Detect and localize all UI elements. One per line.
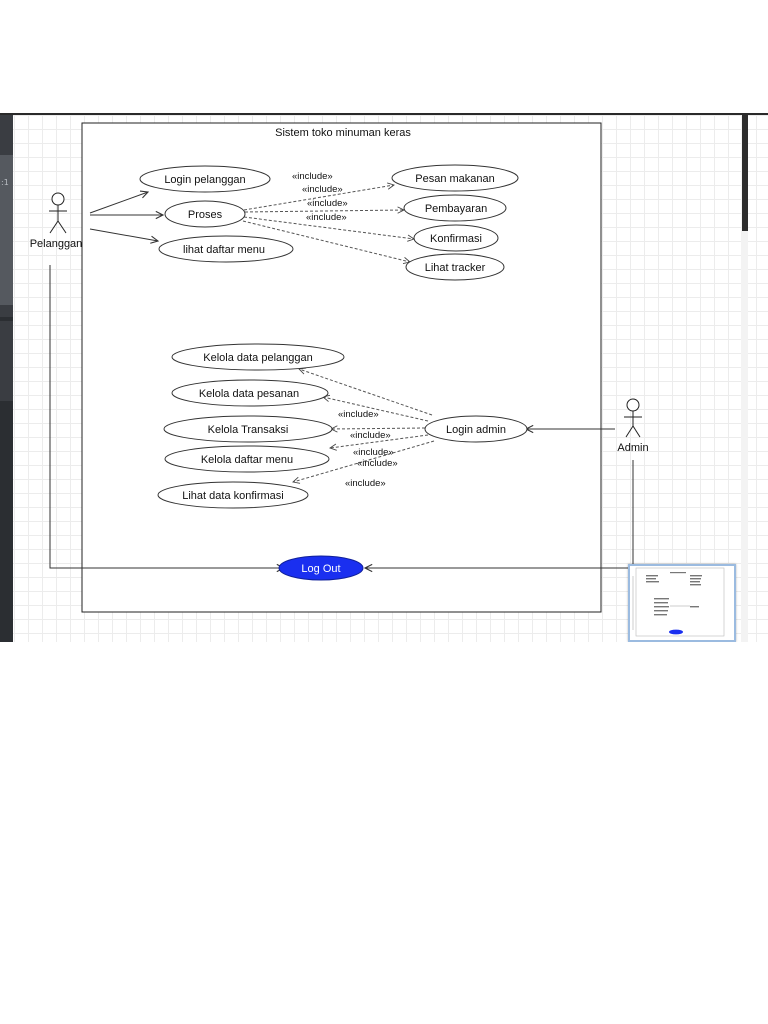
include-label-2: «include» — [302, 184, 343, 195]
panel-selected-strip — [0, 155, 13, 305]
include-label-5: «include» — [338, 409, 379, 420]
use-case-lihat-daftar-menu[interactable]: lihat daftar menu — [158, 235, 294, 263]
svg-text:Konfirmasi: Konfirmasi — [430, 233, 482, 245]
assoc-lihat-daftar-menu[interactable] — [89, 228, 158, 241]
use-case-login-pelanggan[interactable]: Login pelanggan — [139, 165, 271, 193]
include-lihat-tracker[interactable] — [242, 220, 410, 262]
system-title: Sistem toko minuman keras — [275, 127, 411, 139]
include-label-3: «include» — [307, 198, 348, 209]
include-label-7: «include» — [353, 447, 394, 458]
include-label-9: «include» — [345, 478, 386, 489]
include-label-6: «include» — [350, 430, 391, 441]
use-case-pembayaran[interactable]: Pembayaran — [403, 194, 507, 222]
include-pesan-makanan[interactable] — [243, 185, 394, 211]
svg-text:Kelola data pelanggan: Kelola data pelanggan — [203, 352, 312, 364]
include-kelola-data-pesanan[interactable] — [323, 397, 429, 422]
use-case-login-admin[interactable]: Login admin — [424, 415, 528, 443]
use-case-konfirmasi[interactable]: Konfirmasi — [413, 224, 499, 252]
admin-include-labels: «include» «include» «include» «include» … — [338, 409, 398, 489]
svg-text:Login admin: Login admin — [446, 424, 506, 436]
svg-text:Lihat data konfirmasi: Lihat data konfirmasi — [182, 490, 284, 502]
include-kelola-daftar-menu[interactable] — [330, 434, 429, 448]
use-case-kelola-transaksi[interactable]: Kelola Transaksi — [163, 415, 333, 443]
diagram-minimap[interactable] — [628, 564, 736, 642]
system-boundary[interactable] — [81, 122, 602, 613]
include-kelola-transaksi[interactable] — [331, 428, 426, 429]
svg-text:Kelola data pesanan: Kelola data pesanan — [199, 388, 299, 400]
scrollbar-thumb[interactable] — [742, 115, 748, 231]
svg-text:Kelola Transaksi: Kelola Transaksi — [208, 424, 289, 436]
svg-text:Log Out: Log Out — [301, 563, 340, 575]
svg-text:Kelola daftar menu: Kelola daftar menu — [201, 454, 293, 466]
assoc-pelanggan-logout[interactable] — [49, 265, 284, 568]
use-case-lihat-tracker[interactable]: Lihat tracker — [405, 253, 505, 281]
proses-include-labels: «include» «include» «include» «include» — [292, 171, 348, 223]
svg-text:Pesan makanan: Pesan makanan — [415, 173, 495, 185]
admin-include-relations — [293, 369, 435, 482]
assoc-login-pelanggan[interactable] — [89, 192, 148, 214]
vertical-scrollbar[interactable] — [741, 115, 748, 642]
pelanggan-associations — [49, 192, 284, 568]
include-pembayaran[interactable] — [244, 210, 404, 212]
panel-divider — [0, 317, 13, 321]
left-side-panel: :1 — [0, 115, 13, 642]
admin-label: Admin — [617, 442, 648, 454]
include-kelola-data-pelanggan[interactable] — [299, 369, 433, 416]
svg-text:Login pelanggan: Login pelanggan — [164, 174, 245, 186]
include-label-8: «include» — [357, 458, 398, 469]
pelanggan-actor-icon[interactable] — [49, 192, 67, 234]
include-label-4: «include» — [306, 212, 347, 223]
include-label-1: «include» — [292, 171, 333, 182]
include-lihat-data-konfirmasi[interactable] — [293, 440, 435, 482]
use-case-log-out[interactable]: Log Out — [278, 555, 364, 581]
svg-text:Pembayaran: Pembayaran — [425, 203, 487, 215]
admin-actor-icon[interactable] — [624, 398, 642, 438]
pelanggan-label: Pelanggan — [30, 238, 83, 250]
svg-text:Proses: Proses — [188, 209, 223, 221]
include-konfirmasi[interactable] — [243, 216, 414, 239]
svg-text:lihat daftar menu: lihat daftar menu — [183, 244, 265, 256]
use-case-lihat-data-konfirmasi[interactable]: Lihat data konfirmasi — [157, 481, 309, 509]
panel-glyph: :1 — [1, 178, 9, 187]
use-case-diagram: Sistem toko minuman keras «include» «inc… — [30, 122, 649, 613]
use-case-kelola-data-pelanggan[interactable]: Kelola data pelanggan — [171, 343, 345, 371]
diagram-editor-screenshot: :1 Sistem toko minuman keras — [0, 113, 768, 642]
use-case-pesan-makanan[interactable]: Pesan makanan — [391, 164, 519, 192]
use-case-proses[interactable]: Proses — [164, 200, 246, 228]
use-case-kelola-daftar-menu[interactable]: Kelola daftar menu — [164, 445, 330, 473]
proses-include-relations — [242, 185, 414, 262]
svg-text:Lihat tracker: Lihat tracker — [425, 262, 486, 274]
minimap-preview — [632, 567, 725, 637]
use-case-kelola-data-pesanan[interactable]: Kelola data pesanan — [171, 379, 329, 407]
panel-lower-section — [0, 401, 13, 642]
